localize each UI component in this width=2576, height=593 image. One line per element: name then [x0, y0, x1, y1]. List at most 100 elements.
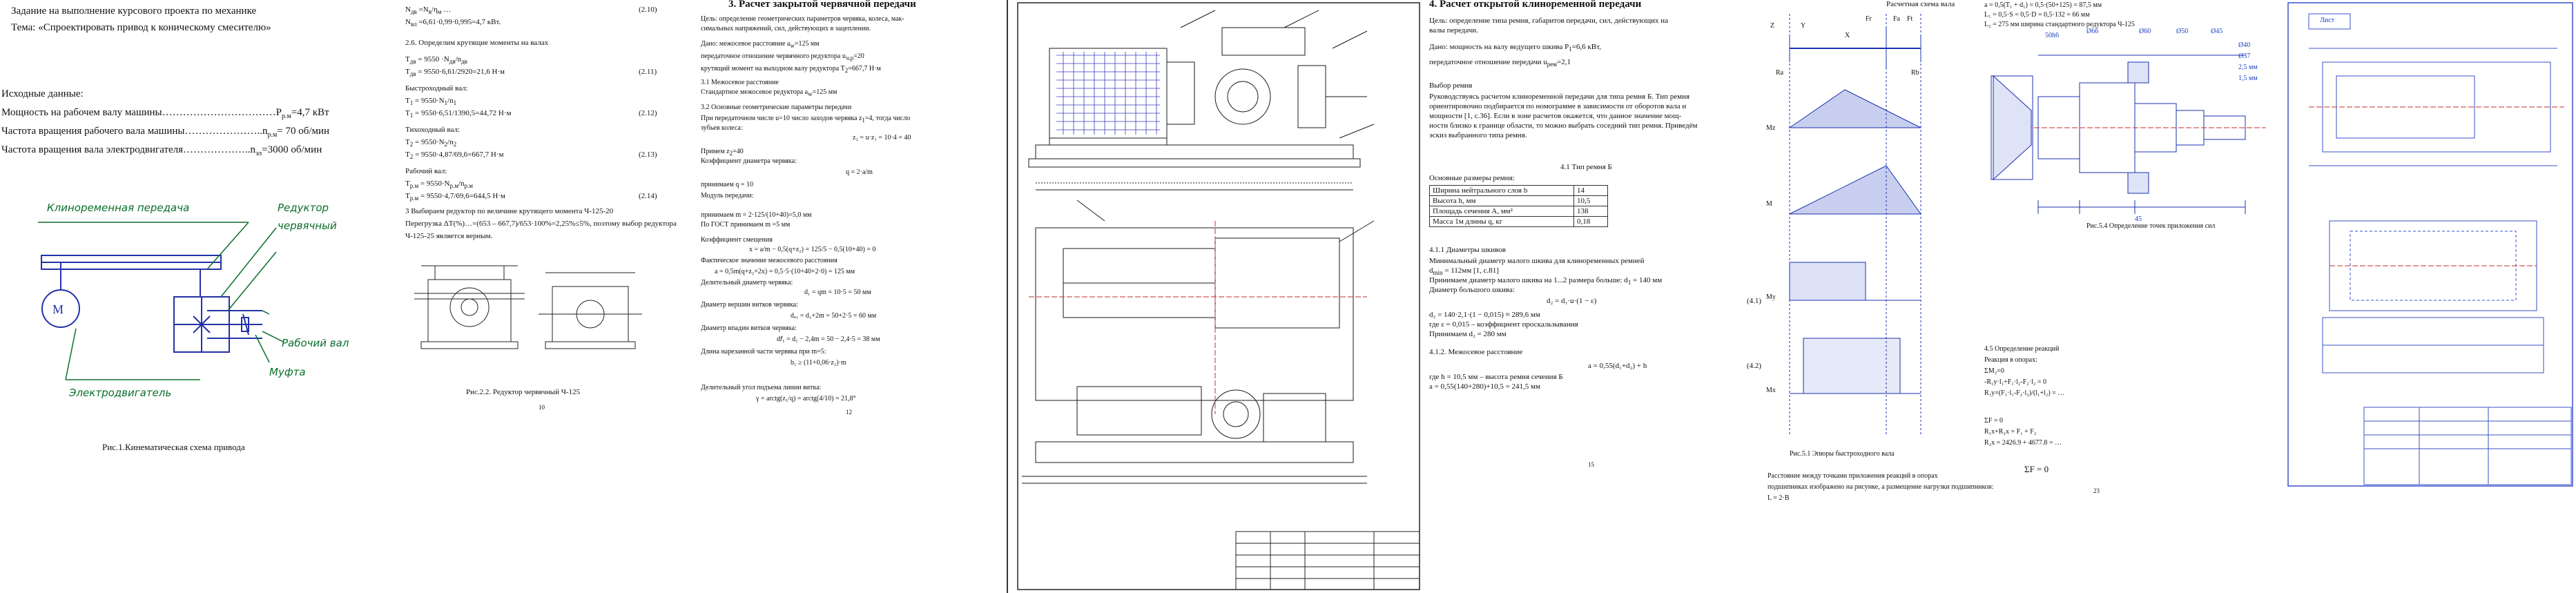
shaft-header-0: a = 0,5(T₁ + d₁) = 0,5·(50+125) = 87,5 м…: [1984, 1, 2102, 9]
moment-diagrams: [1788, 14, 1921, 435]
worm-q: принимаем q = 10: [701, 181, 754, 188]
task-title: Задание на выполнение курсового проекта …: [11, 6, 257, 17]
page-no-12: 12: [846, 409, 852, 416]
line-torque-header: 2.6. Определим крутящие моменты на валах: [405, 39, 549, 47]
worm-f-x: x = a/m − 0,5(q+z₂) = 125/5 − 0,5(10+40)…: [749, 246, 876, 253]
belt-intro-2: Дано: мощность на валу ведущего шкива Р1…: [1429, 43, 1601, 53]
kinematic-scheme: М: [38, 222, 284, 380]
shaft-header-2: L₂ = 275 мм ширина стандартного редуктор…: [1984, 21, 2135, 28]
line-work: Рабочий вал:: [405, 167, 447, 175]
worm-f-a: a = 0,5m(q+z₂+2x) = 0,5·5·(10+40+2·0) = …: [715, 268, 855, 275]
page-no-15: 15: [1588, 461, 1594, 468]
reactions-4: ΣF = 0: [1984, 417, 2004, 425]
force-fr: Fr: [1866, 15, 1872, 23]
worm-given-a: Дано: межосевое расстояние аw=125 мм: [701, 40, 820, 49]
line-fast: Быстроходный вал:: [405, 84, 468, 93]
label-shaft: Рабочий вал: [282, 337, 349, 349]
line-t6: T2 = 9550·4,87/69,6=667,7 Н·м: [405, 150, 504, 161]
stamp-label: Лист: [2320, 17, 2334, 24]
line-t2: Tдв = 9550·6,61/2920=21,6 Н·м: [405, 68, 505, 78]
belt-f1-l2: Принимаем d₂ = 280 мм: [1429, 330, 1507, 338]
task-theme: Тема: «Спроектировать привод к коническо…: [11, 22, 271, 33]
worm-x-label: Коэффициент смещения: [701, 236, 773, 244]
reactions-title: 4.5 Определение реакций: [1984, 345, 2060, 353]
source-header: Исходные данные:: [1, 88, 84, 99]
moment-m: M: [1766, 200, 1772, 208]
worm-f-b1: b₁ ≥ (11+0,06·z₂)·m: [791, 359, 846, 367]
line-t5: T2 = 9550·N2/n2: [405, 138, 457, 148]
eq-210: (2.10): [639, 6, 657, 14]
force-ft: Ft: [1907, 15, 1913, 23]
dim-d40: Ø40: [2238, 41, 2251, 49]
eq-213: (2.13): [639, 150, 657, 159]
worm-q-label: Коэффициент диаметра червяка:: [701, 157, 797, 165]
belt-intro-5: Руководствуясь расчетом клиноременной пе…: [1429, 93, 1690, 101]
worm-z2-label: зубьев колеса:: [701, 124, 743, 132]
axis-z: Z: [1770, 22, 1775, 30]
line-t4: T1 = 9550·6,51/1390,5=44,72 Н·м: [405, 109, 512, 119]
scheme-caption: Рис.1.Кинематическая схема привода: [102, 442, 245, 452]
worm-d1-label: Делительный диаметр червяка:: [701, 279, 793, 286]
belt-f2-l1: a = 0,55(140+280)+10,5 = 241,5 мм: [1429, 382, 1540, 391]
param-power: Мощность на рабочем валу машины…………………………: [1, 107, 329, 120]
worm-f-df1: d𝑓₁ = d₁ − 2,4m = 50 − 2,4·5 = 38 мм: [777, 336, 880, 343]
page-no-10: 10: [539, 404, 545, 411]
axis-x: X: [1845, 32, 1850, 39]
label-coupling: Муфта: [269, 366, 306, 378]
worm-f-q: q = 2·a/m: [846, 168, 873, 176]
belt-table-caption: Основные размеры ремня:: [1429, 174, 1515, 182]
dim-2-5: 2,5 мм: [2238, 64, 2258, 71]
worm-f-gamma: γ = arctg(z₁/q) = arctg(4/10) = 21,8°: [756, 395, 856, 402]
line-t3: T1 = 9550·N1/n1: [405, 97, 457, 107]
worm-m-gost: По ГОСТ принимаем m =5 мм: [701, 221, 791, 229]
eq-41: (4.1): [1747, 297, 1762, 305]
belt-intro-7: мощности [1, с.36]. Если в зоне расчетов…: [1429, 112, 1682, 120]
worm-b1-label: Длина нарезанной части червяка при m=5:: [701, 348, 826, 356]
line-t8: Tр.м = 9550·4,7/69,6=644,5 Н·м: [405, 192, 505, 202]
belt-section-title: 4. Расчет открытой клиноременной передач…: [1429, 0, 1642, 10]
dim-45: 45: [2135, 215, 2142, 223]
reducer-caption: Рис.2.2. Редуктор червячный Ч-125: [466, 388, 581, 396]
worm-section-title: 3. Расчет закрытой червячной передачи: [728, 0, 916, 10]
force-fa: Fa: [1893, 15, 1900, 23]
shaft-text-0: Расстояние между точками приложения реак…: [1768, 472, 1938, 480]
worm-s32: 3.2 Основные геометрические параметры пе…: [701, 104, 852, 111]
line-reducer-select: 3 Выбираем редуктор по величине крутящег…: [405, 207, 614, 215]
belt-f2: a = 0,55(d₁+d₂) + h: [1588, 362, 1647, 370]
motor-symbol: М: [52, 302, 64, 316]
worm-m-label: Модуль передачи:: [701, 192, 754, 200]
dim-d66: Ø66: [2086, 28, 2099, 35]
line-t7: Tр.м = 9550·Nр.м/nр.м: [405, 179, 473, 190]
belt-s1-l1: dmin = 112мм [1, с.81]: [1429, 266, 1499, 277]
worm-given-u: передаточное отношение червячного редукт…: [701, 52, 864, 61]
dim-d60: Ø60: [2139, 28, 2151, 35]
page-task: Задание на выполнение курсового проекта …: [0, 0, 404, 593]
label-worm: червячный: [278, 220, 337, 232]
worm-goal-1: Цель: определение геометрических парамет…: [701, 15, 904, 23]
shaft-right-caption: Рис.5.4 Определение точек приложения сил: [2086, 222, 2216, 230]
reactions-0: Реакция в опорах:: [1984, 356, 2037, 364]
dim-1-5: 1,5 мм: [2238, 75, 2258, 82]
worm-z2: Примем z2=40: [701, 148, 744, 157]
belt-s1-l3: Диаметр большого шкива:: [1429, 286, 1515, 294]
eq-211: (2.11): [639, 68, 657, 76]
label-motor: Электродвигатель: [69, 387, 172, 399]
worm-gamma-label: Делительный угол подъема линии витка:: [701, 384, 822, 391]
dim-d45: Ø45: [2211, 28, 2223, 35]
worm-m: принимаем m = 2·125/(10+40)=5,0 мм: [701, 211, 812, 219]
page-calc-worm: Nдв =Nв/ηм … Nвл =6,61·0,99·0,995=4,7 кВ…: [404, 0, 1007, 593]
page-shaft-calc: Расчетная схема вала Z Y X Fr Fa Ft Ra R…: [1762, 0, 2281, 593]
page-belt-calc: 4. Расчет открытой клиноременной передач…: [1422, 0, 1762, 593]
reactions-6: R₂x = 2426.9 + 4677.8 = …: [1984, 439, 2062, 447]
dim-50h6: 50h6: [2045, 32, 2059, 39]
belt-intro-6: ориентировочно подбирается по номограмме…: [1429, 102, 1687, 110]
belt-intro-9: эскиз выбранного типа ремня.: [1429, 131, 1527, 139]
worm-f-d1: d₁ = qm = 10·5 = 50 мм: [804, 289, 871, 296]
belt-s1: 4.1.1 Диаметры шкивов: [1429, 246, 1506, 254]
assembly-drawing: [1017, 2, 1420, 590]
worm-f-da1: dₐ₁ = d₁+2m = 50+2·5 = 60 мм: [791, 312, 877, 320]
moment-mx: Mx: [1766, 387, 1776, 394]
